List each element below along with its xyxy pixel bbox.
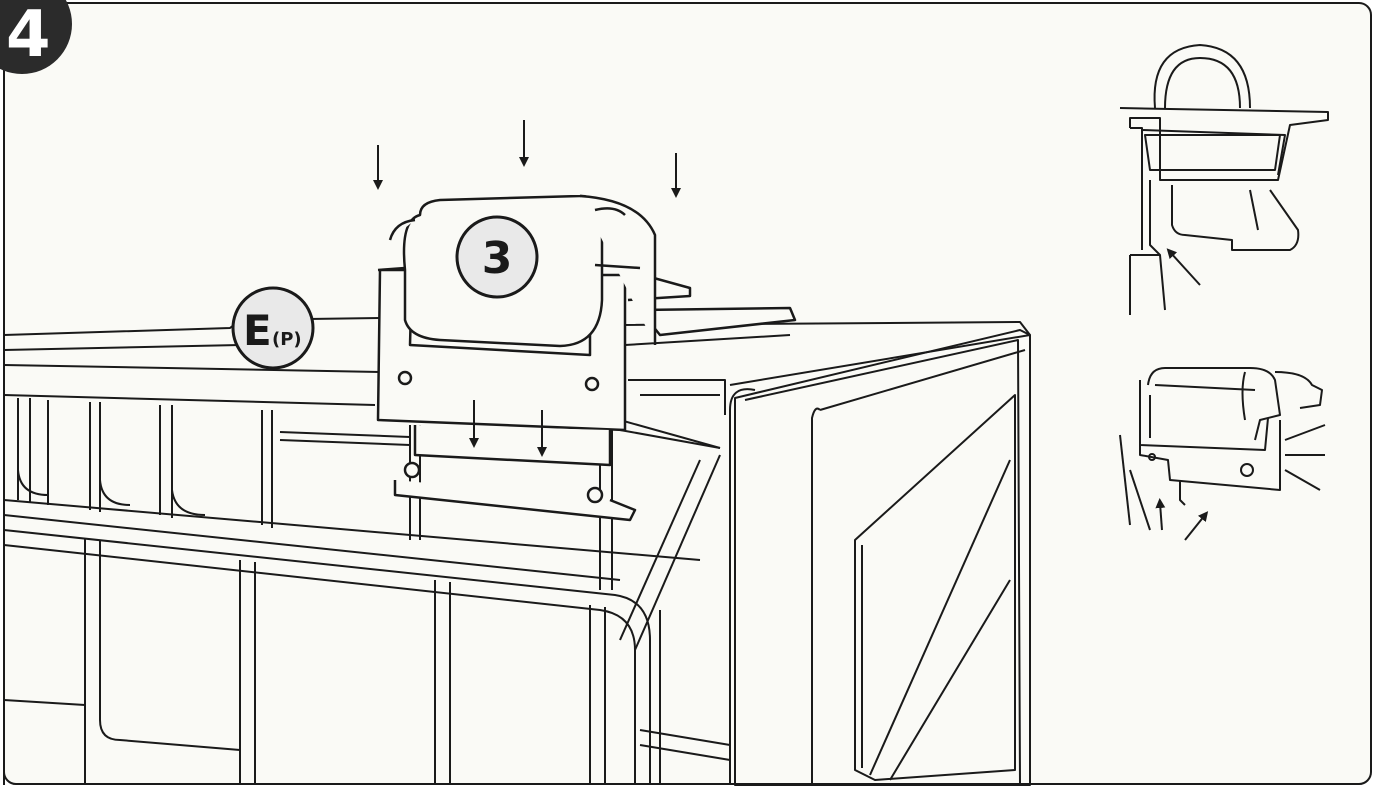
part-e-subscript: (P) [272, 329, 302, 350]
arrow-icon [1155, 498, 1166, 531]
diagram-panel [3, 2, 1372, 785]
step-number: 4 [6, 0, 51, 72]
arrow-icon [1166, 248, 1201, 286]
part-3-label: 3 [482, 233, 513, 284]
part-e-callout: E (P) [231, 286, 315, 370]
step-badge: 4 [0, 0, 72, 74]
arrow-icon [1184, 511, 1209, 541]
detail-view-top [1119, 44, 1329, 315]
detail-view-bottom [1119, 367, 1326, 541]
part-3-callout: 3 [455, 215, 539, 299]
press-arrows [373, 120, 681, 457]
part-e-letter: E [243, 306, 272, 355]
